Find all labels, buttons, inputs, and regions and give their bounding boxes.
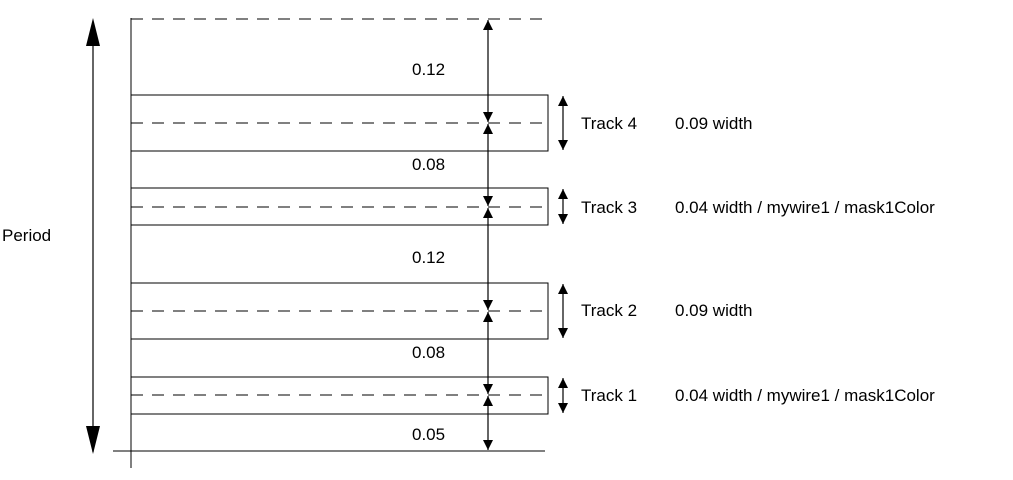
track-2-rect [130, 282, 549, 340]
track-1 [130, 376, 549, 415]
track-3 [130, 187, 549, 226]
spacing-label-5: 0.05 [412, 425, 445, 444]
track-3-rect [130, 187, 549, 226]
track-2-name: Track 2 [581, 301, 637, 320]
track-1-name: Track 1 [581, 386, 637, 405]
track-2-desc: 0.09 width [675, 301, 753, 320]
spacing-label-3: 0.12 [412, 248, 445, 267]
track-1-rect [130, 376, 549, 415]
track-4 [130, 94, 549, 152]
track-3-desc: 0.04 width / mywire1 / mask1Color [675, 198, 935, 217]
track-1-desc: 0.04 width / mywire1 / mask1Color [675, 386, 935, 405]
spacing-label-2: 0.08 [412, 155, 445, 174]
period-label: Period [2, 226, 51, 245]
track-4-desc: 0.09 width [675, 114, 753, 133]
track-3-name: Track 3 [581, 198, 637, 217]
track-4-name: Track 4 [581, 114, 637, 133]
track-4-rect [130, 94, 549, 152]
track-2 [130, 282, 549, 340]
spacing-label-1: 0.12 [412, 60, 445, 79]
spacing-label-4: 0.08 [412, 343, 445, 362]
period-arrow [86, 18, 100, 454]
